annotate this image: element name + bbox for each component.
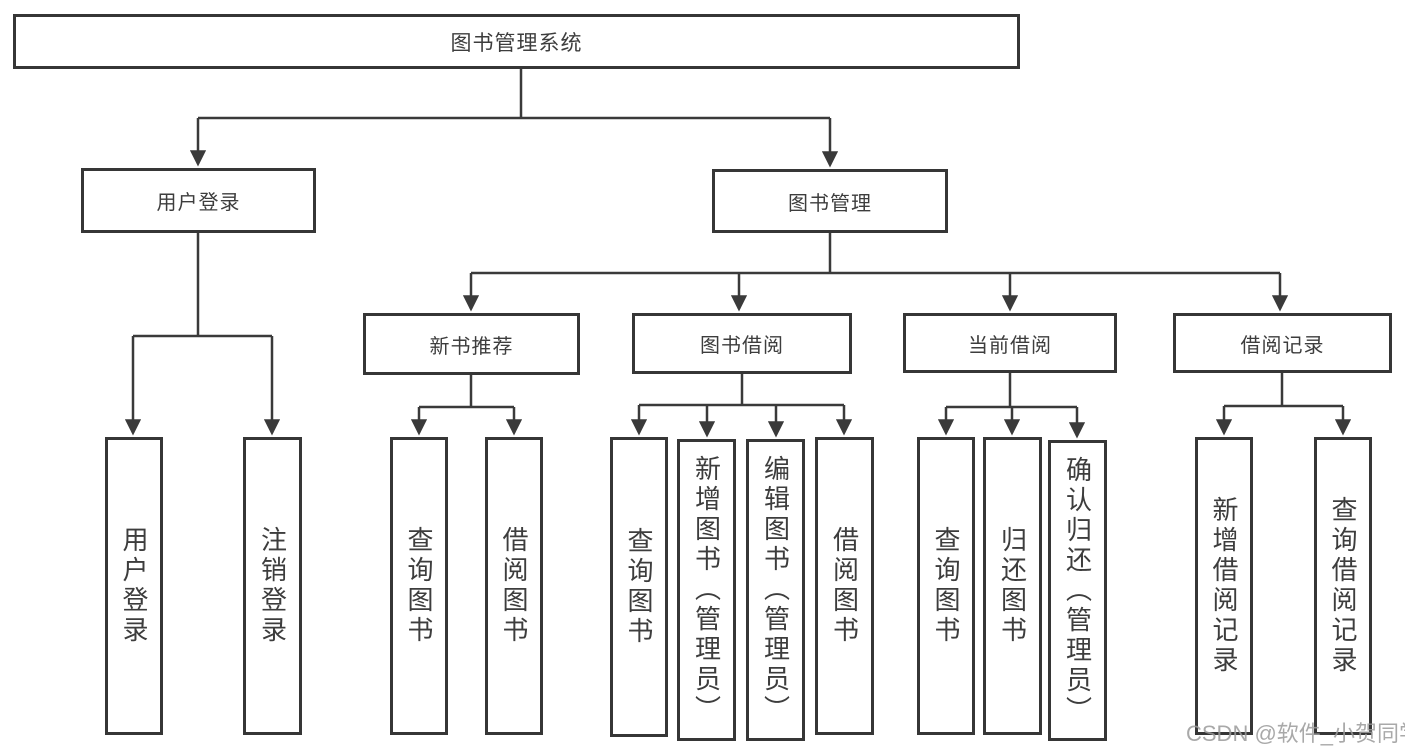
leaf-confirm-return-admin: 确认归还（管理员）	[1048, 440, 1107, 741]
csdn-watermark: CSDN @软件_小贺同学	[1186, 721, 1405, 746]
leaf-add-borrow-record: 新增借阅记录	[1195, 437, 1253, 735]
leaf-query-borrow-record-label: 查询借阅记录	[1328, 496, 1358, 676]
node-book-borrow-label: 图书借阅	[700, 335, 784, 357]
leaf-add-books-admin: 新增图书（管理员）	[677, 439, 736, 741]
node-new-book-recommend-label: 新书推荐	[429, 335, 514, 358]
node-book-management-label: 图书管理	[788, 192, 872, 215]
leaf-edit-books-admin: 编辑图书（管理员）	[746, 439, 805, 741]
leaf-user-login-label: 用户登录	[119, 526, 149, 646]
node-root-system: 图书管理系统	[13, 14, 1020, 69]
connector-root-split	[198, 69, 830, 120]
node-new-book-recommend: 新书推荐	[363, 313, 580, 375]
connector-login-split	[133, 233, 272, 338]
leaf-recommend-borrow-books-label: 借阅图书	[499, 526, 529, 646]
leaf-user-login: 用户登录	[105, 437, 163, 735]
leaf-current-query-books: 查询图书	[917, 437, 975, 735]
leaf-borrow-books-label: 借阅图书	[829, 526, 860, 646]
node-book-borrow: 图书借阅	[632, 313, 852, 374]
leaf-return-books: 归还图书	[983, 437, 1042, 735]
connector-mgmt-split	[471, 233, 1280, 275]
leaf-borrow-books: 借阅图书	[815, 437, 874, 735]
leaf-borrow-query-books-label: 查询图书	[624, 527, 654, 647]
node-current-borrow: 当前借阅	[903, 313, 1117, 373]
leaf-confirm-return-admin-label: 确认归还（管理员）	[1062, 455, 1093, 726]
node-borrow-records-label: 借阅记录	[1240, 334, 1325, 357]
node-book-management: 图书管理	[712, 169, 948, 233]
node-root-label: 图书管理系统	[450, 31, 583, 55]
node-borrow-records: 借阅记录	[1173, 313, 1392, 373]
leaf-recommend-borrow-books: 借阅图书	[485, 437, 543, 735]
leaf-borrow-query-books: 查询图书	[610, 437, 668, 737]
leaf-add-borrow-record-label: 新增借阅记录	[1209, 496, 1239, 676]
connector-borrow-split	[639, 374, 844, 407]
connector-recommend-split	[419, 375, 514, 409]
leaf-recommend-query-books: 查询图书	[390, 437, 448, 735]
node-user-login-label: 用户登录	[156, 192, 241, 214]
node-current-borrow-label: 当前借阅	[968, 334, 1052, 357]
leaf-recommend-query-books-label: 查询图书	[404, 526, 434, 646]
leaf-logout: 注销登录	[243, 437, 302, 735]
connector-current-split	[946, 373, 1077, 409]
node-user-login: 用户登录	[81, 168, 316, 233]
leaf-logout-label: 注销登录	[257, 526, 288, 646]
leaf-query-borrow-record: 查询借阅记录	[1314, 437, 1372, 735]
leaf-edit-books-admin-label: 编辑图书（管理员）	[760, 455, 791, 725]
leaf-return-books-label: 归还图书	[997, 526, 1028, 646]
leaf-current-query-books-label: 查询图书	[931, 526, 961, 646]
leaf-add-books-admin-label: 新增图书（管理员）	[691, 455, 722, 725]
connector-records-split	[1224, 373, 1343, 408]
